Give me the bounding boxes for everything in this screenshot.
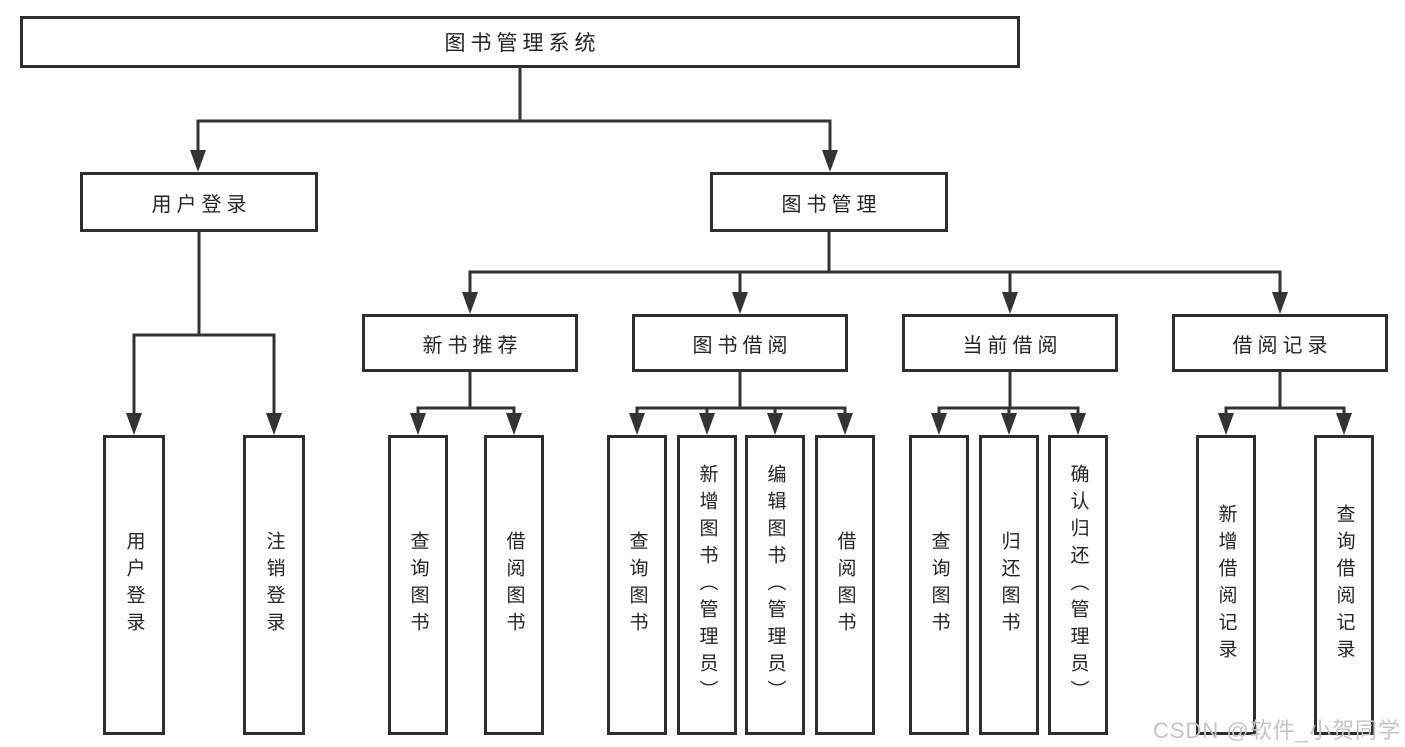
- node-leaf-borrow-books-borrowing: 借阅图书: [815, 435, 875, 735]
- csdn-watermark: CSDN @软件_小贺同学: [1152, 718, 1401, 743]
- node-current-borrowing: 当前借阅: [902, 314, 1118, 372]
- node-leaf-edit-book-admin: 编辑图书（管理员）: [745, 435, 805, 735]
- node-leaf-borrow-books-recommend: 借阅图书: [484, 435, 544, 735]
- node-leaf-confirm-return-admin: 确认归还（管理员）: [1048, 435, 1108, 735]
- node-leaf-query-books-current: 查询图书: [909, 435, 969, 735]
- node-leaf-logout: 注销登录: [243, 435, 305, 735]
- node-leaf-add-book-admin: 新增图书（管理员）: [677, 435, 737, 735]
- node-leaf-user-login: 用户登录: [103, 435, 165, 735]
- node-leaf-query-borrow-record: 查询借阅记录: [1314, 435, 1374, 735]
- node-leaf-return-books: 归还图书: [979, 435, 1039, 735]
- node-book-borrowing: 图书借阅: [632, 314, 848, 372]
- node-new-book-recommendation: 新书推荐: [362, 314, 578, 372]
- node-root: 图书管理系统: [20, 16, 1020, 68]
- node-borrowing-records: 借阅记录: [1172, 314, 1388, 372]
- node-book-management: 图书管理: [710, 172, 948, 232]
- node-leaf-query-books-recommend: 查询图书: [388, 435, 448, 735]
- node-leaf-add-borrow-record: 新增借阅记录: [1196, 435, 1256, 735]
- node-user-login: 用户登录: [80, 172, 318, 232]
- node-leaf-query-books-borrowing: 查询图书: [607, 435, 667, 735]
